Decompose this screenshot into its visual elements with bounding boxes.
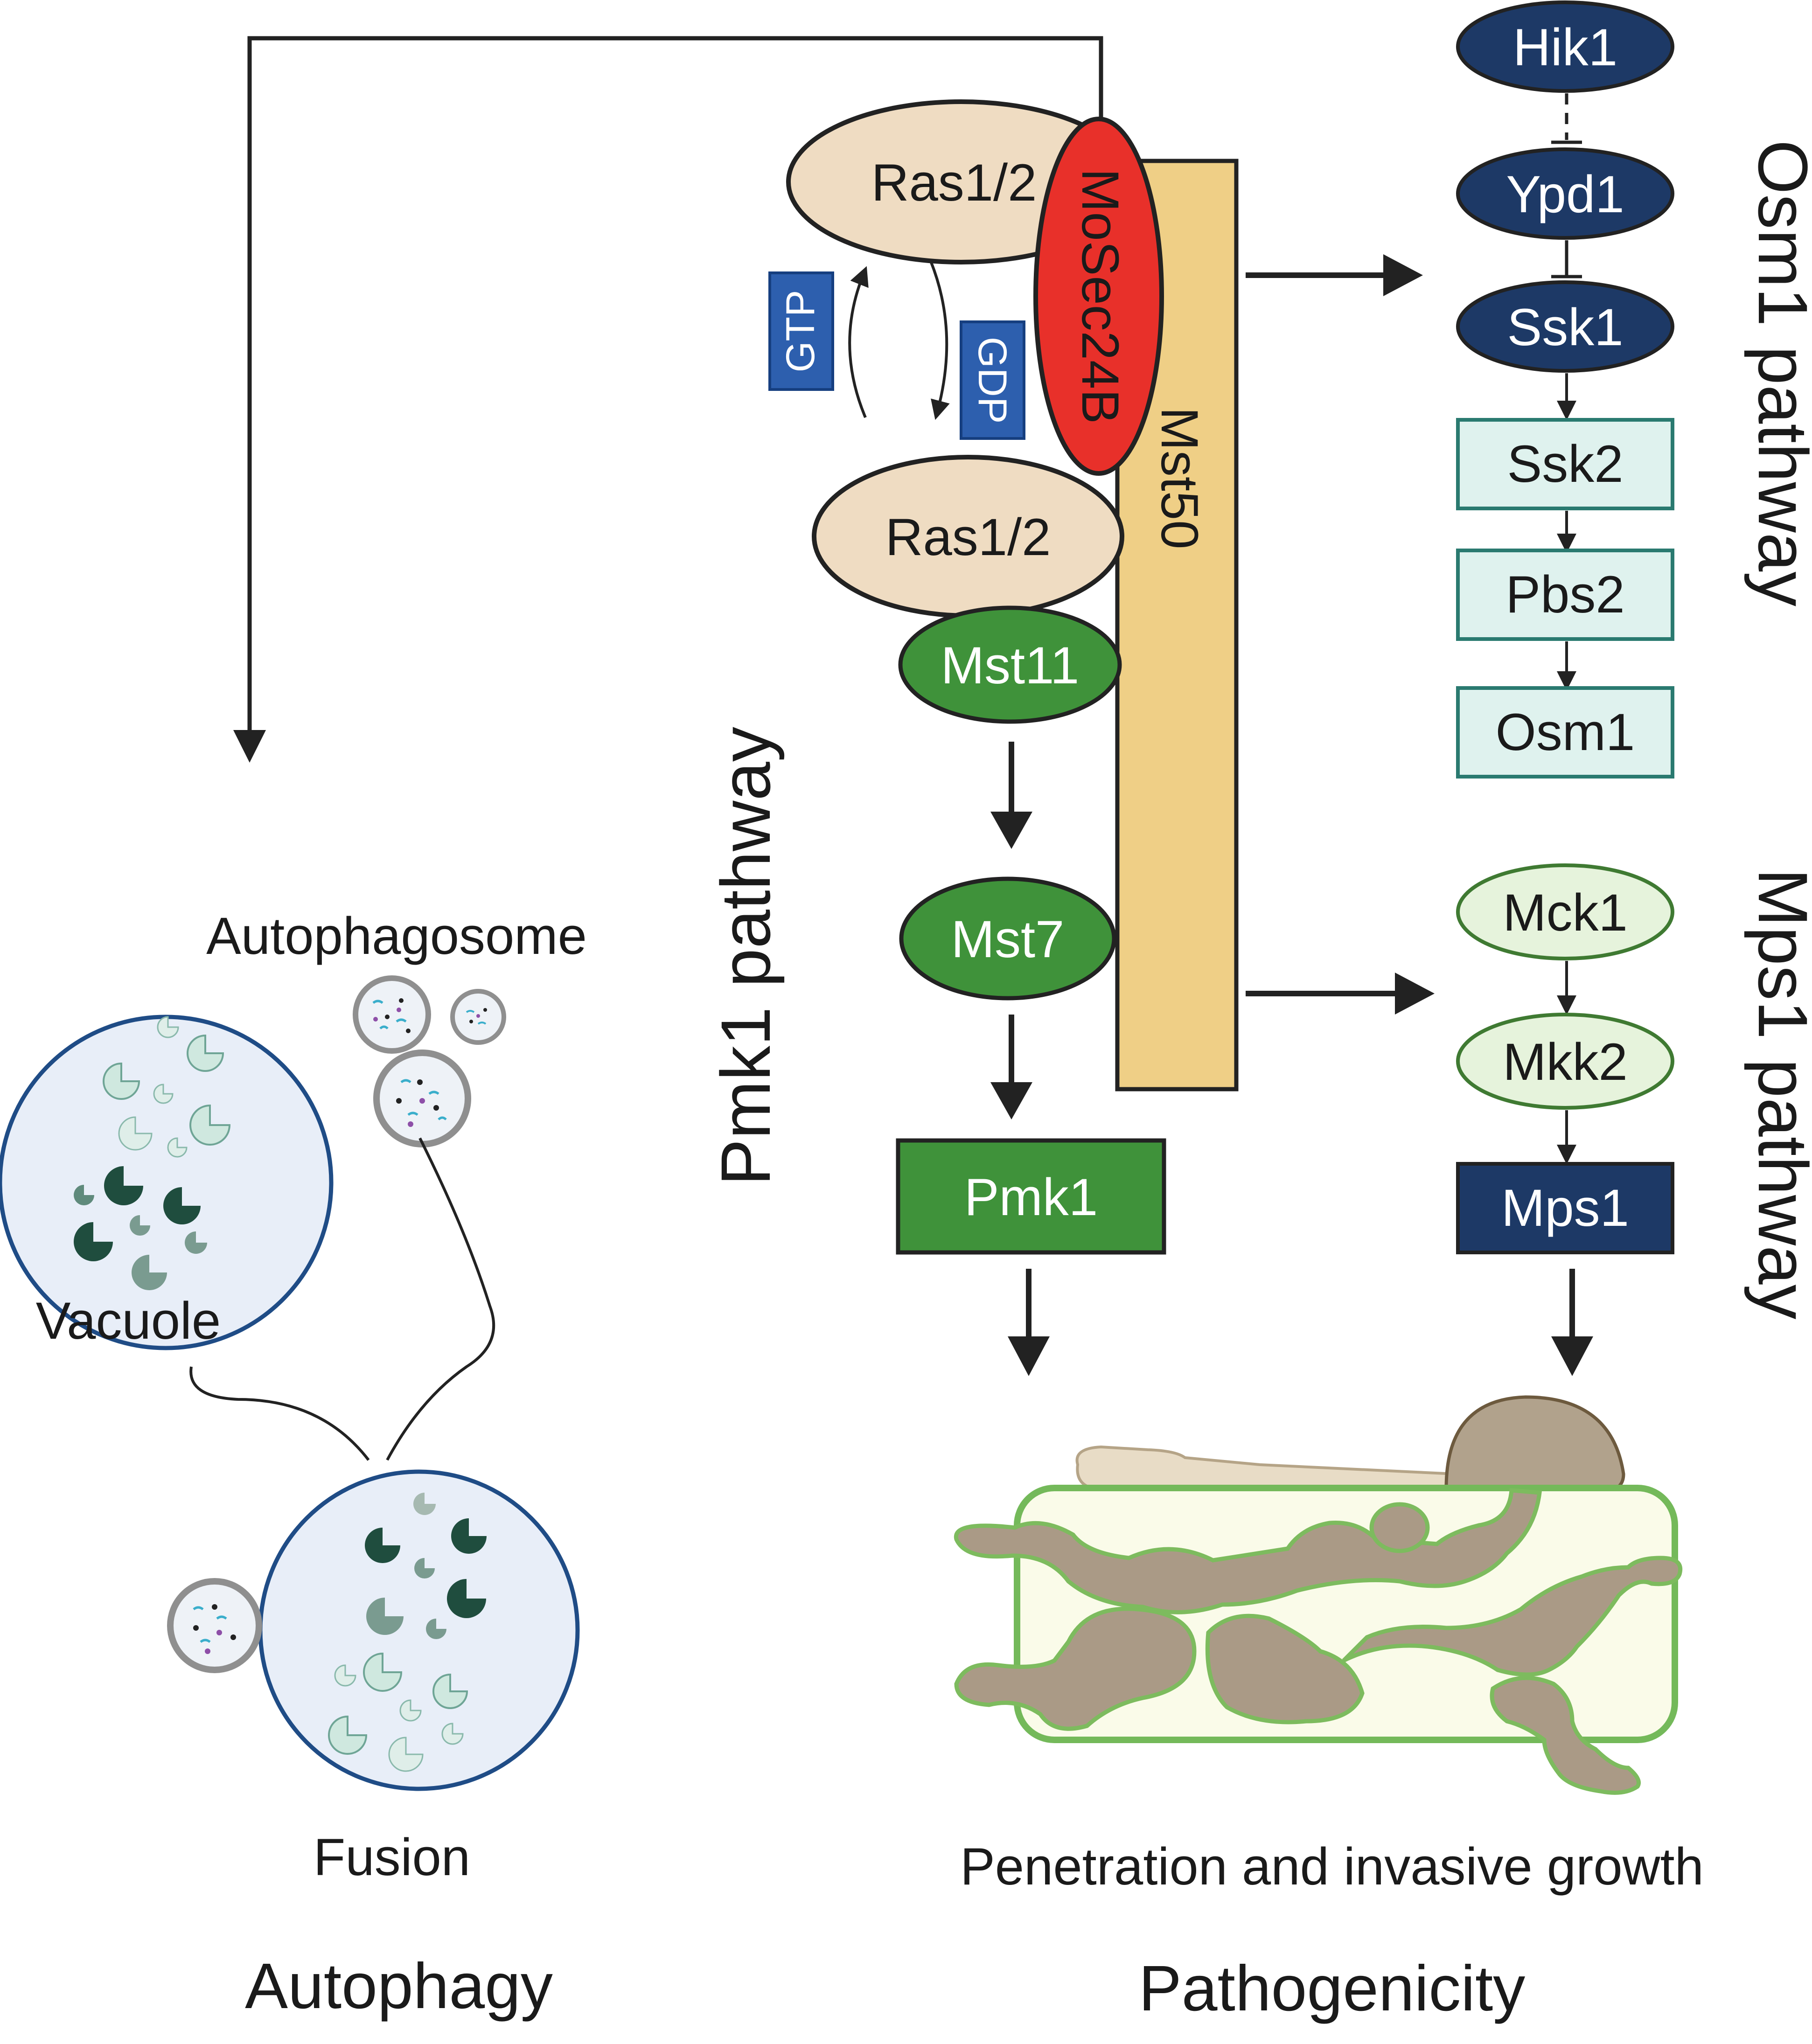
ssk1-label: Ssk1: [1507, 298, 1624, 356]
mps1-node: [1456, 1162, 1674, 1254]
mst50-to-mps1-arrow: [1246, 973, 1435, 1015]
ras-bottom-node: Ras1/2: [812, 455, 1124, 618]
fusion-line-vacuole: [189, 1366, 370, 1461]
hik1-node: [1456, 0, 1674, 93]
mst7-label: Mst7: [951, 910, 1065, 968]
vacuole-fusion-contents: [328, 1493, 487, 1772]
autophagosomes-top: [353, 975, 506, 1147]
osm1-node: [1456, 686, 1674, 779]
pbs2-node: [1456, 549, 1674, 641]
mst7-to-pmk1-head: [990, 1082, 1032, 1119]
mst50-to-osm1-arrow: [1246, 254, 1423, 296]
appressorium: [1444, 1395, 1625, 1492]
gtp-box: [768, 271, 834, 391]
mkk2-label: Mkk2: [1503, 1033, 1628, 1091]
invasive-growth-caption: Penetration and invasive growth: [960, 1837, 1704, 1896]
fusion-line-autophagosome: [386, 1137, 495, 1461]
vacuole-label: Vacuole: [36, 1292, 221, 1350]
pmk1-to-growth-head: [1008, 1336, 1050, 1376]
mps1-pathway: Mck1 Mkk2 Mps1 Mps1 pathway: [1456, 863, 1812, 1376]
vacuole-fusion: [258, 1469, 580, 1791]
gtp-label: GTP: [778, 290, 823, 373]
mst11-label: Mst11: [941, 636, 1080, 695]
autophagosome-3: [373, 1050, 471, 1147]
ras-bottom-label: Ras1/2: [885, 508, 1051, 566]
pmk1-label: Pmk1: [964, 1168, 1098, 1226]
ypd1-label: Ypd1: [1506, 165, 1624, 223]
osm1-pathway: Hik1 Ypd1 Ssk1 Ssk2 Pbs2 Osm1 Osm1 pathw…: [1456, 0, 1812, 779]
ypd1-node: [1456, 147, 1674, 240]
autophagosome-2: [450, 989, 506, 1045]
gdp-label: GDP: [970, 337, 1015, 424]
mps1-pathway-label: Mps1 pathway: [1744, 868, 1812, 1319]
autophagosome-label: Autophagosome: [206, 907, 587, 965]
mosec24b-label: MoSec24B: [1071, 168, 1129, 424]
osm1-pathway-label: Osm1 pathway: [1744, 140, 1812, 606]
hik1-label: Hik1: [1513, 18, 1617, 76]
mps1-label: Mps1: [1501, 1179, 1629, 1237]
pathogenicity-title: Pathogenicity: [1139, 1953, 1526, 2024]
ssk2-label: Ssk2: [1507, 435, 1624, 493]
mst11-node: [898, 605, 1122, 724]
autophagosome-docking: [167, 1578, 262, 1673]
ras-top-label: Ras1/2: [871, 153, 1037, 212]
pmk1-node: [896, 1138, 1166, 1255]
mck1-label: Mck1: [1503, 883, 1628, 942]
invasive-growth-illustration: [954, 1395, 1682, 1795]
gdp-arrow: [929, 260, 950, 420]
pmk1-pathway: Mst11 Mst7 Pmk1 Pmk1 pathway: [706, 605, 1166, 1376]
pmk1-pathway-label: Pmk1 pathway: [706, 727, 785, 1186]
vacuole-top-contents: [74, 1016, 231, 1290]
gdp-box: [960, 320, 1025, 440]
ssk2-node: [1456, 418, 1674, 510]
invasive-hyphae: [954, 1488, 1682, 1795]
mps1-to-growth-head: [1551, 1336, 1593, 1376]
mkk2-node: [1456, 1013, 1674, 1110]
gtp-gdp-cycle: GTP GDP: [768, 260, 1025, 440]
mst7-node: [899, 876, 1116, 1001]
mosec24b-node: MoSec24B: [1033, 117, 1164, 476]
fusion-label: Fusion: [314, 1828, 470, 1886]
autophagy-title: Autophagy: [245, 1950, 553, 2022]
gtp-arrow: [848, 266, 869, 418]
mosec24b-to-autophagy-arrow: [233, 36, 1103, 763]
pbs2-label: Pbs2: [1505, 565, 1624, 624]
vacuole-top: [0, 1015, 334, 1350]
mst11-to-mst7-head: [990, 812, 1032, 849]
osm1-label: Osm1: [1496, 703, 1635, 761]
autophagosome-1: [353, 975, 431, 1054]
mck1-node: [1456, 863, 1674, 960]
ssk1-node: [1456, 280, 1674, 373]
mst50-label: Mst50: [1150, 407, 1209, 549]
